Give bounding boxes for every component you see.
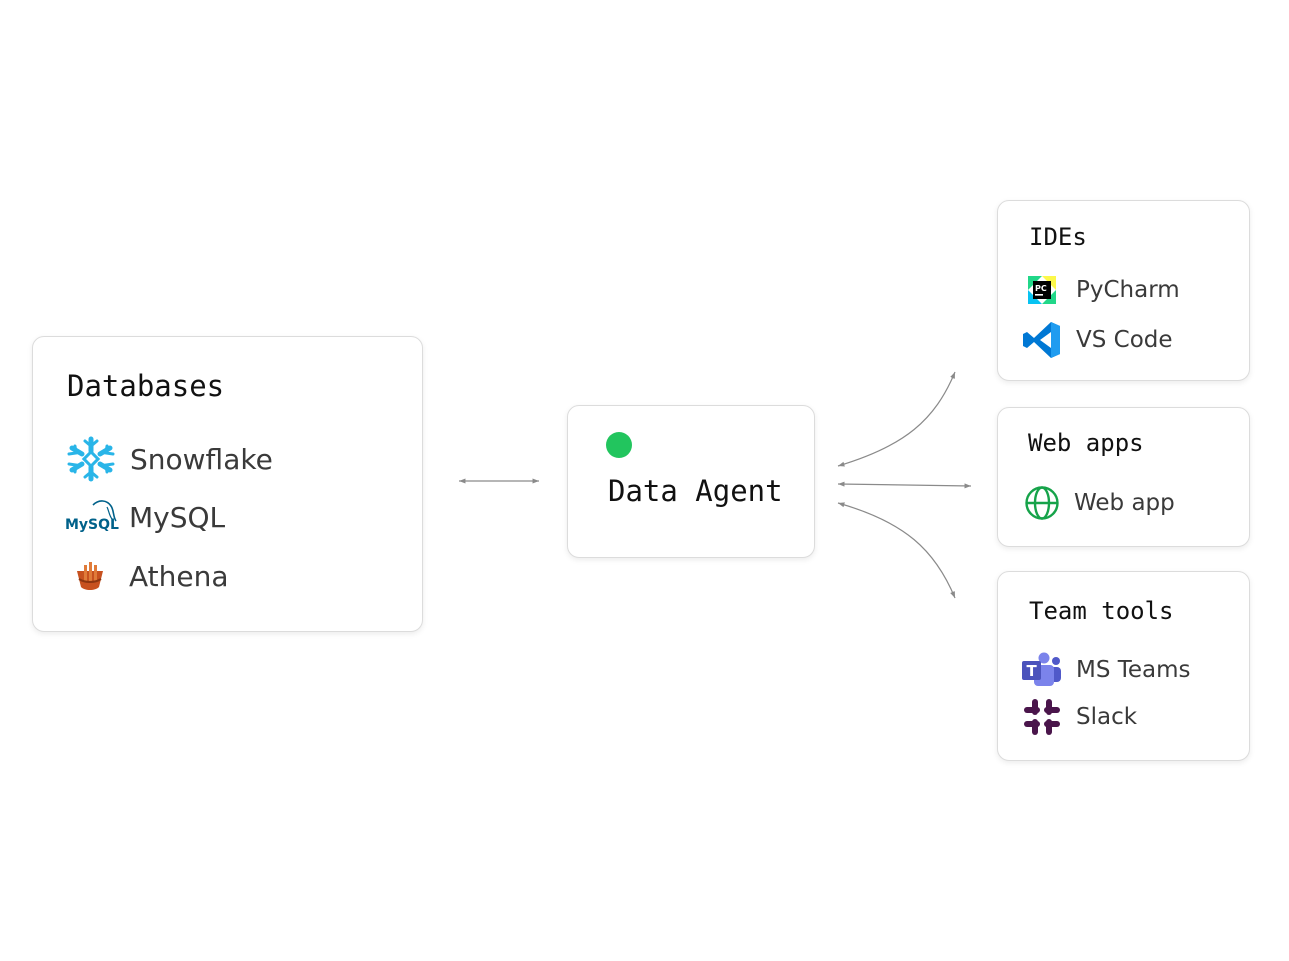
database-item-snowflake: Snowflake	[66, 435, 273, 483]
database-item-athena: Athena	[71, 557, 229, 595]
pycharm-icon: PC	[1028, 276, 1056, 304]
agent-teamtools-connector	[837, 502, 956, 599]
databases-title: Databases	[67, 369, 225, 403]
ides-title: IDEs	[1029, 223, 1087, 251]
webapps-title: Web apps	[1028, 429, 1144, 457]
agent-status-dot	[606, 432, 632, 458]
agent-title: Data Agent	[608, 474, 783, 508]
svg-text:PC: PC	[1035, 284, 1047, 293]
agent-webapps-connector	[837, 481, 972, 489]
teamtool-label-msteams: MS Teams	[1076, 657, 1191, 683]
ide-item-vscode: VS Code	[1022, 320, 1173, 360]
ide-label-pycharm: PyCharm	[1076, 277, 1180, 303]
ide-item-pycharm: PC PyCharm	[1028, 276, 1180, 304]
webapps-card: Web apps Web app	[997, 407, 1250, 547]
teamtools-card: Team tools T MS Teams	[997, 571, 1250, 761]
snowflake-icon	[66, 435, 116, 483]
webapp-item: Web app	[1024, 485, 1175, 521]
data-agent-card: Data Agent	[567, 405, 815, 558]
athena-icon	[71, 557, 109, 595]
database-label-mysql: MySQL	[129, 500, 226, 534]
teamtool-label-slack: Slack	[1076, 704, 1138, 730]
database-label-snowflake: Snowflake	[130, 442, 273, 476]
database-label-athena: Athena	[129, 559, 229, 593]
slack-icon	[1023, 698, 1061, 736]
teamtool-item-msteams: T MS Teams	[1022, 652, 1191, 688]
ms-teams-icon: T	[1022, 652, 1062, 688]
svg-text:T: T	[1027, 662, 1038, 680]
globe-icon	[1024, 485, 1060, 521]
ide-label-vscode: VS Code	[1076, 327, 1173, 353]
databases-card: Databases	[32, 336, 423, 632]
agent-ides-connector	[837, 371, 956, 467]
database-item-mysql: MySQL MySQL	[63, 497, 225, 537]
webapp-label: Web app	[1074, 490, 1175, 516]
vscode-icon	[1022, 320, 1062, 360]
teamtool-item-slack: Slack	[1023, 698, 1137, 736]
svg-text:MySQL: MySQL	[65, 517, 119, 533]
teamtools-title: Team tools	[1029, 597, 1174, 625]
ides-card: IDEs PC PyCharm VS Code	[997, 200, 1250, 381]
mysql-icon: MySQL	[63, 497, 119, 537]
